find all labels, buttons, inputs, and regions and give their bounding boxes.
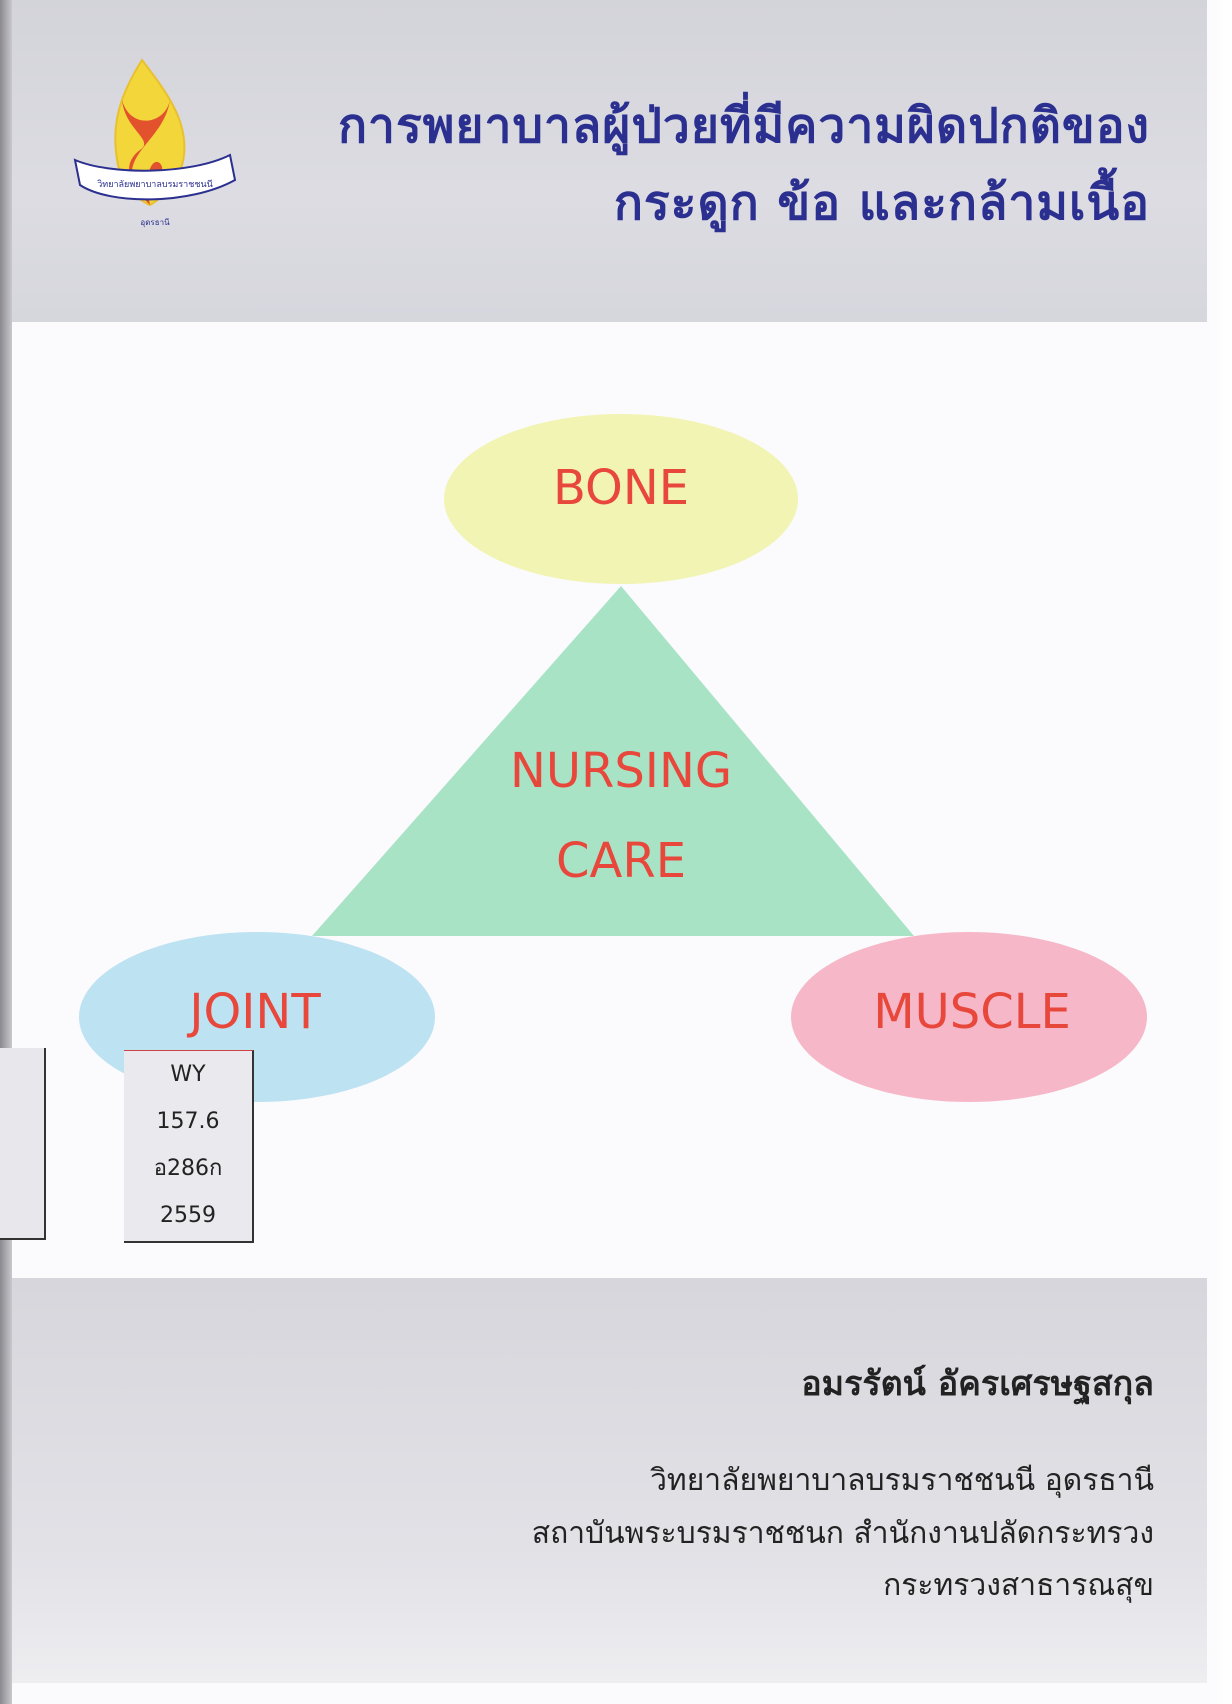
- institution-line-3: กระทรวงสาธารณสุข: [883, 1568, 1154, 1603]
- book-title-line-2: กระดูก ข้อ และกล้ามเนื้อ: [613, 175, 1150, 231]
- logo-subtext: อุดรธานี: [140, 218, 170, 227]
- book-spine-edge: [0, 0, 12, 1704]
- nursing-label: NURSING: [509, 743, 733, 799]
- joint-label: JOINT: [189, 984, 321, 1040]
- call-number-cutter: อ286ก: [153, 1156, 223, 1181]
- bone-label: BONE: [552, 460, 690, 516]
- bone-ellipse: [444, 414, 798, 584]
- call-number-label: WY 157.6 อ286ก 2559: [124, 1050, 254, 1243]
- muscle-ellipse: [791, 932, 1147, 1102]
- call-number-label-partial: [0, 1048, 46, 1240]
- author-name: อมรรัตน์ อัครเศรษฐสกุล: [801, 1364, 1154, 1404]
- book-title-line-1: การพยาบาลผู้ป่วยที่มีความผิดปกติของ: [337, 98, 1150, 154]
- footer-band: [12, 1278, 1207, 1683]
- logo-ribbon-text: วิทยาลัยพยาบาลบรมราชชนนี: [97, 179, 213, 190]
- page-edge: [1207, 0, 1232, 1704]
- muscle-label: MUSCLE: [873, 984, 1071, 1040]
- header-band: [12, 0, 1207, 322]
- nursing-care-triangle: [312, 586, 914, 936]
- call-number-year: 2559: [160, 1203, 216, 1228]
- care-label: CARE: [555, 833, 687, 889]
- college-logo: วิทยาลัยพยาบาลบรมราชชนนี อุดรธานี: [73, 58, 237, 227]
- institution-line-1: วิทยาลัยพยาบาลบรมราชชนนี อุดรธานี: [650, 1463, 1154, 1498]
- call-number-number: 157.6: [156, 1109, 220, 1134]
- institution-line-2: สถาบันพระบรมราชชนก สำนักงานปลัดกระทรวง: [531, 1516, 1154, 1551]
- call-number-class: WY: [170, 1062, 206, 1087]
